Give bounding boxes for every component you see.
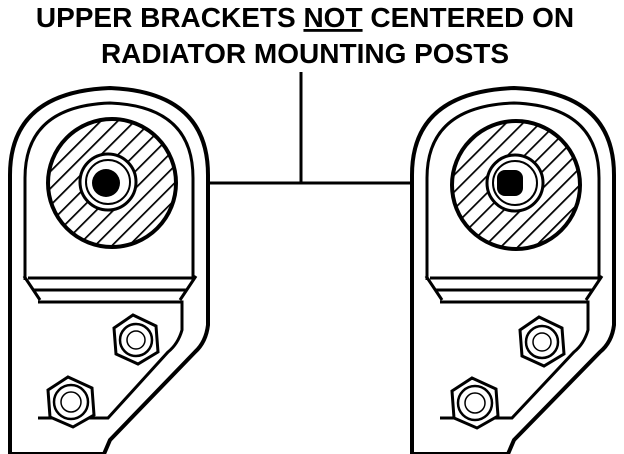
left-bracket bbox=[8, 85, 210, 454]
right-bracket-rim bbox=[425, 101, 601, 280]
left-mounting-post bbox=[92, 169, 120, 197]
left-bolt-upper bbox=[112, 313, 160, 366]
caption-emphasis-not: NOT bbox=[303, 2, 362, 33]
caption-line-2: RADIATOR MOUNTING POSTS bbox=[101, 38, 509, 69]
caption-line-1: UPPER BRACKETS NOT CENTERED ON bbox=[36, 2, 574, 33]
right-bolt-lower bbox=[450, 376, 500, 430]
left-bolt-lower bbox=[46, 375, 96, 429]
right-bracket bbox=[410, 85, 616, 454]
left-bracket-rim bbox=[23, 101, 195, 280]
right-mounting-post bbox=[497, 170, 523, 196]
right-bolt-upper bbox=[518, 315, 566, 368]
